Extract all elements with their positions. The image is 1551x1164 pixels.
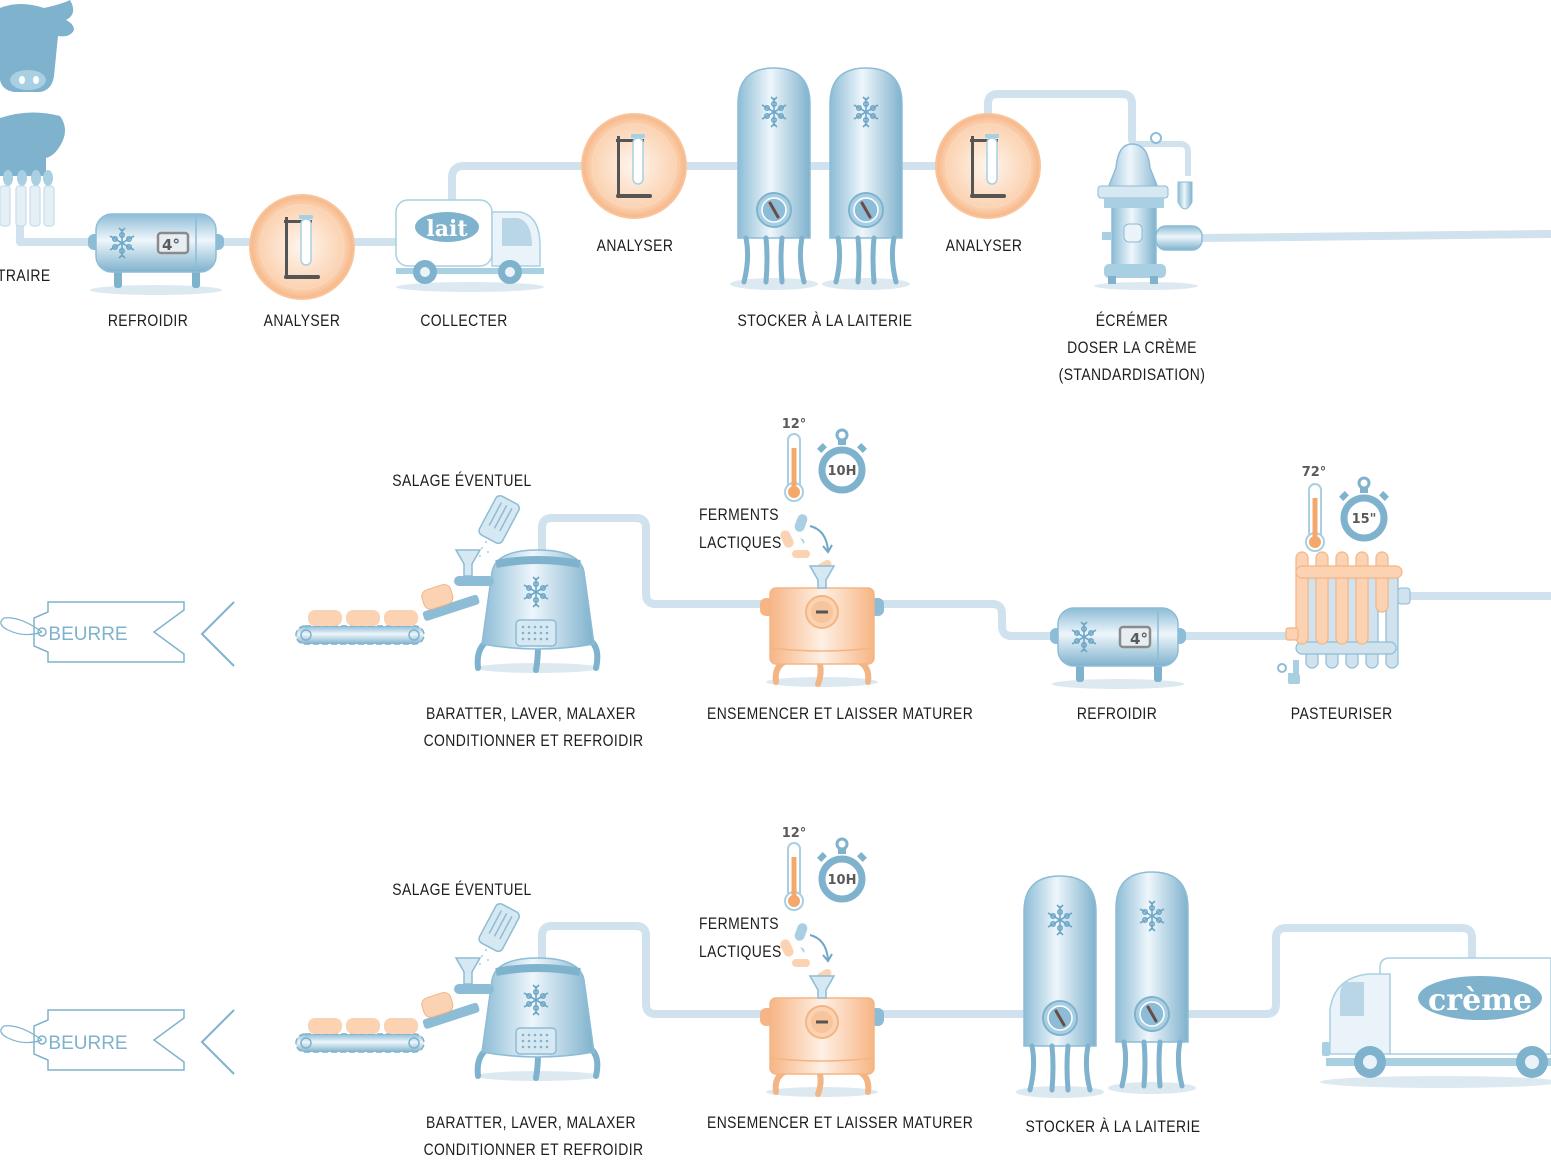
stopwatch-icon bbox=[817, 839, 867, 899]
maturation-temperature-2: 12° bbox=[782, 826, 807, 841]
step-label-ensemencer: ENSEMENCER ET LAISSER MATURER bbox=[707, 1113, 974, 1132]
stopwatch-icon bbox=[817, 430, 867, 490]
pasteurize-temperature: 72° bbox=[1302, 465, 1327, 480]
maturation-temperature: 12° bbox=[782, 417, 807, 432]
step-label-pasteuriser: PASTEURISER bbox=[1290, 704, 1393, 723]
test-tube-icon bbox=[935, 113, 1041, 219]
thermometer-icon bbox=[784, 842, 804, 911]
thermometer-icon bbox=[784, 433, 804, 502]
storage-silo-icon bbox=[822, 68, 910, 290]
annotation-ferments-2: LACTIQUES bbox=[699, 533, 782, 552]
butter-conveyor-icon bbox=[295, 1017, 425, 1053]
step-label-ecremer-3: (STANDARDISATION) bbox=[1058, 365, 1206, 384]
storage-silo-icon bbox=[1108, 872, 1196, 1094]
churn-machine-icon bbox=[420, 550, 600, 673]
step-label-analyser: ANALYSER bbox=[263, 311, 341, 330]
storage-silo-icon bbox=[730, 68, 818, 290]
step-label-baratter-2: CONDITIONNER ET REFROIDIR bbox=[423, 1140, 644, 1159]
step-label-analyser: ANALYSER bbox=[945, 236, 1023, 255]
step-label-ecremer-1: ÉCRÉMER bbox=[1095, 311, 1169, 330]
salt-shaker-icon bbox=[476, 493, 522, 558]
step-label-baratter-1: BARATTER, LAVER, MALAXER bbox=[426, 1113, 636, 1132]
annotation-ferments-1: FERMENTS bbox=[699, 505, 779, 524]
test-tube-icon bbox=[249, 194, 355, 300]
step-label-ecremer-2: DOSER LA CRÈME bbox=[1067, 338, 1197, 357]
step-label-collecter: COLLECTER bbox=[420, 311, 508, 330]
beurre-tag-label-2: BEURRE bbox=[48, 1033, 127, 1054]
cream-truck-icon: crème bbox=[1320, 957, 1551, 1088]
maturation-duration: 10H bbox=[828, 464, 857, 479]
step-label-refroidir: REFROIDIR bbox=[107, 311, 189, 330]
cooler-temperature-2: 4° bbox=[1130, 630, 1148, 648]
lactic-ferments-icon bbox=[777, 920, 834, 984]
annotation-salage: SALAGE ÉVENTUEL bbox=[392, 880, 532, 899]
cooling-tank-icon bbox=[88, 214, 224, 295]
churn-machine-icon bbox=[420, 958, 600, 1081]
test-tube-icon bbox=[581, 113, 687, 219]
stopwatch-icon bbox=[1339, 478, 1389, 538]
cream-separator-icon bbox=[1094, 132, 1203, 290]
maturation-tank-icon bbox=[760, 566, 884, 687]
maturation-duration-2: 10H bbox=[828, 873, 857, 888]
butter-conveyor-icon bbox=[295, 609, 425, 645]
annotation-ferments-2: LACTIQUES bbox=[699, 942, 782, 961]
storage-silo-icon bbox=[1016, 876, 1104, 1098]
annotation-salage: SALAGE ÉVENTUEL bbox=[392, 471, 532, 490]
truck-text-lait: lait bbox=[426, 216, 468, 242]
milk-truck-icon: lait bbox=[395, 199, 544, 292]
lactic-ferments-icon bbox=[777, 511, 834, 575]
salt-shaker-icon bbox=[476, 901, 522, 966]
step-label-ensemencer: ENSEMENCER ET LAISSER MATURER bbox=[707, 704, 974, 723]
row3-pipes bbox=[538, 922, 1476, 1018]
annotation-ferments-1: FERMENTS bbox=[699, 914, 779, 933]
row2-pipes bbox=[538, 514, 1551, 640]
pasteurize-duration: 15" bbox=[1352, 512, 1377, 527]
truck-text-creme: crème bbox=[1428, 983, 1532, 1018]
step-label-baratter-2: CONDITIONNER ET REFROIDIR bbox=[423, 731, 644, 750]
step-label-stocker: STOCKER À LA LAITERIE bbox=[737, 311, 913, 330]
cow-milking-icon bbox=[0, 0, 74, 227]
pasteurizer-radiator-icon bbox=[1277, 483, 1411, 684]
beurre-tag-label: BEURRE bbox=[48, 624, 127, 645]
step-label-stocker: STOCKER À LA LAITERIE bbox=[1025, 1117, 1201, 1136]
cooling-tank-icon bbox=[1050, 608, 1186, 689]
step-label-baratter-1: BARATTER, LAVER, MALAXER bbox=[426, 704, 636, 723]
maturation-tank-icon bbox=[760, 976, 884, 1097]
cooler-temperature: 4° bbox=[162, 236, 180, 254]
step-label-traire: TRAIRE bbox=[0, 266, 51, 285]
step-label-analyser: ANALYSER bbox=[596, 236, 674, 255]
step-label-refroidir: REFROIDIR bbox=[1076, 704, 1158, 723]
